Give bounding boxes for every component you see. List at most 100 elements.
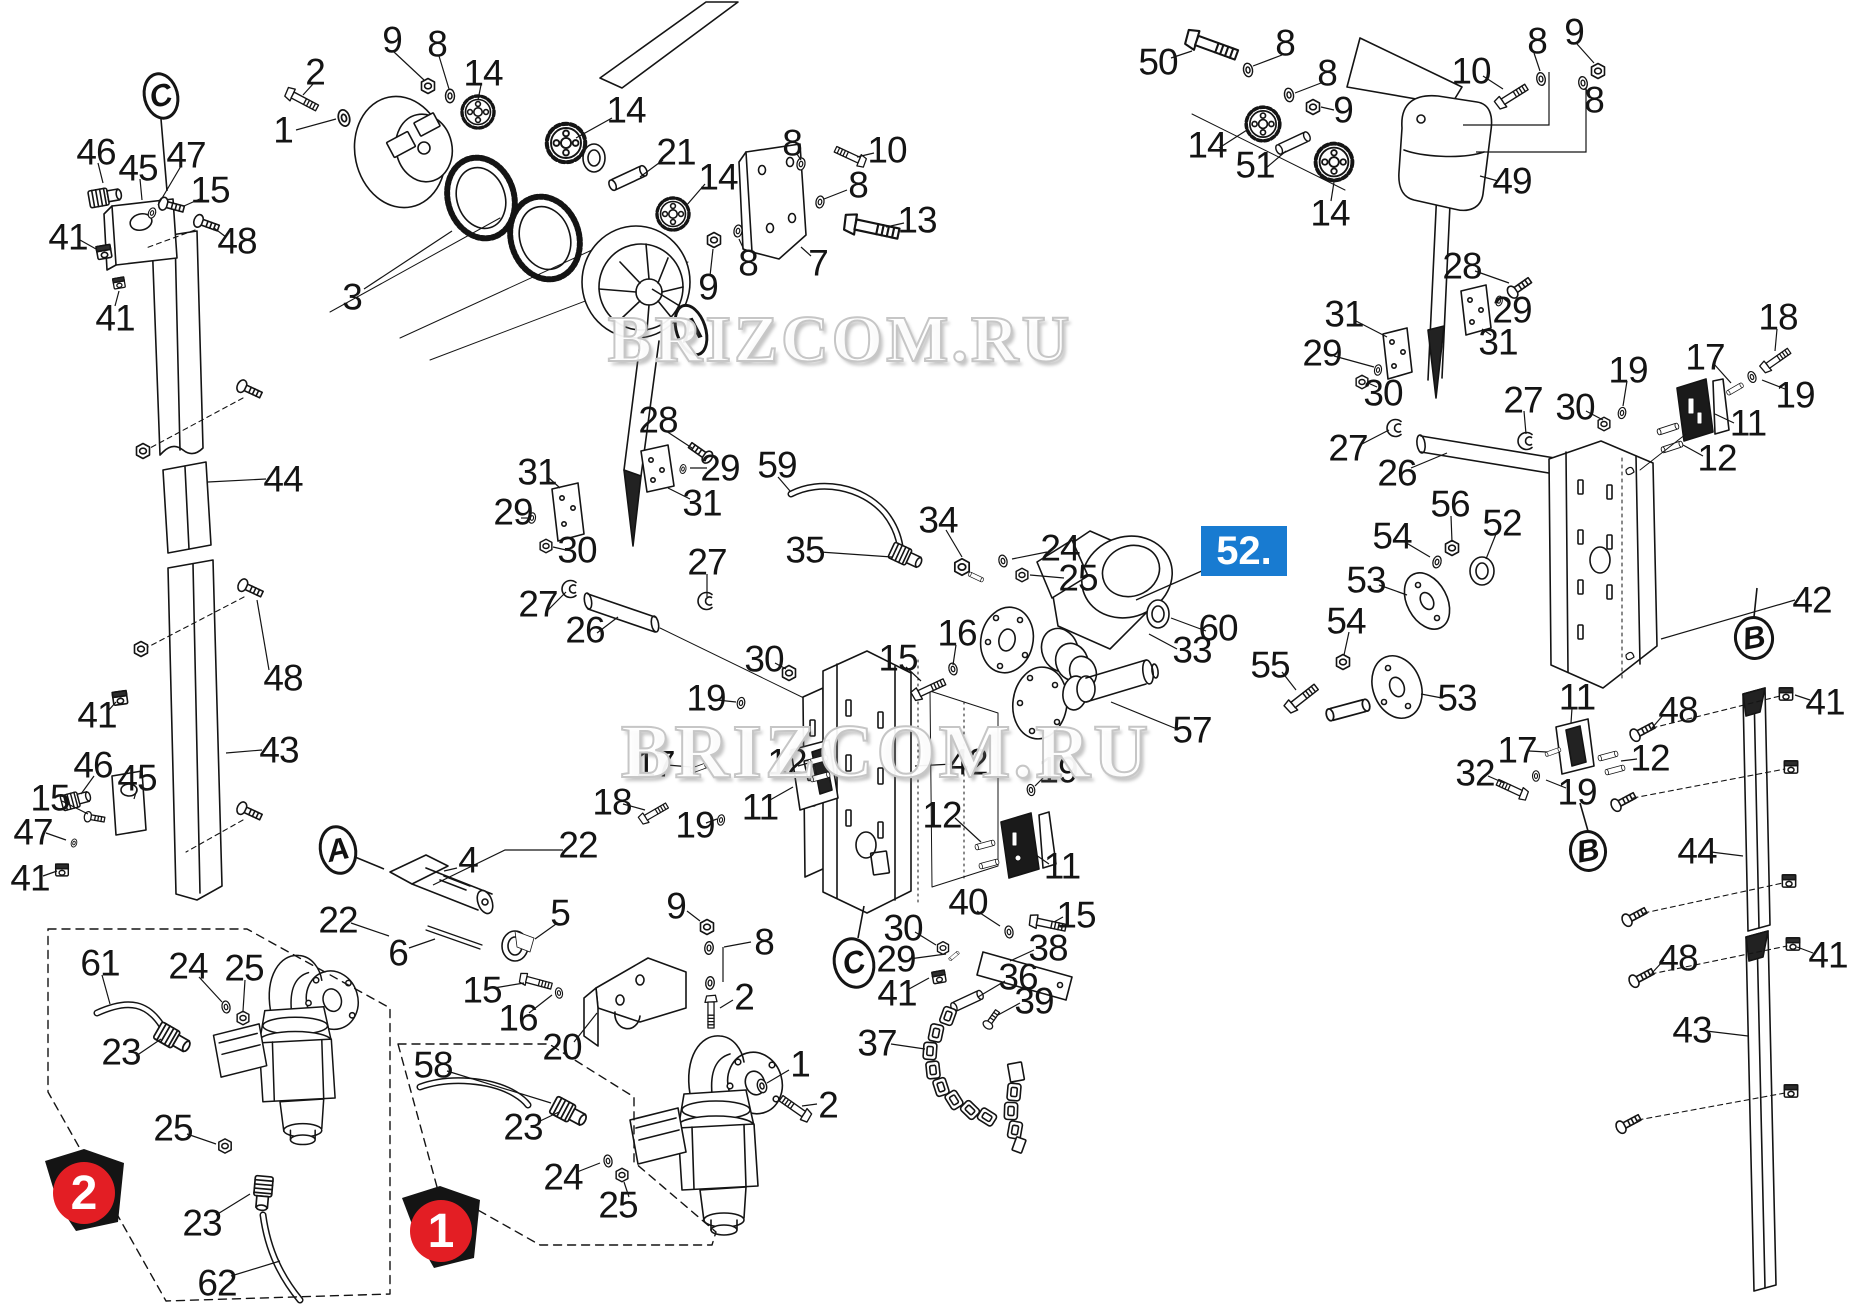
callout-label: 9 — [1564, 11, 1585, 53]
callout-label: 58 — [413, 1044, 453, 1086]
part-nut — [1444, 539, 1460, 557]
art-shape — [1676, 378, 1714, 442]
callout-label: 8 — [738, 242, 759, 284]
part-pin — [974, 839, 996, 851]
callout-label: 9 — [1333, 89, 1354, 131]
callout-label: 11 — [1729, 402, 1767, 444]
art-shape — [1006, 1082, 1022, 1102]
art-shape — [129, 212, 153, 232]
callout-label: 52 — [1482, 502, 1522, 544]
part-screw — [235, 576, 266, 601]
art-shape — [1696, 411, 1703, 425]
part-clipnut — [1778, 687, 1794, 701]
callout-label: 43 — [1672, 1009, 1712, 1051]
art-shape — [619, 261, 641, 284]
art-shape — [976, 1107, 998, 1127]
art-shape — [944, 1089, 964, 1111]
art-shape — [623, 469, 642, 547]
art-shape — [1076, 675, 1096, 703]
callout-label: 36 — [998, 956, 1038, 998]
art-shape — [514, 930, 535, 953]
part-bolt — [636, 800, 671, 827]
art-shape — [1398, 94, 1493, 212]
callout-label: 17 — [635, 743, 675, 785]
part-washer — [996, 553, 1010, 569]
part-washer — [1282, 86, 1296, 104]
art-shape — [413, 112, 441, 137]
callout-label: 47 — [13, 811, 53, 853]
art-shape — [640, 444, 675, 493]
callout-label: 24 — [168, 945, 208, 987]
art-shape — [984, 638, 992, 646]
part-clipnut — [1781, 874, 1797, 888]
art-shape — [738, 151, 753, 253]
art-shape — [1712, 378, 1730, 435]
art-shape — [1478, 306, 1485, 313]
art-shape — [1637, 1092, 1786, 1121]
art-shape — [518, 205, 572, 271]
part-bolt — [517, 971, 554, 993]
part-washer — [220, 999, 232, 1015]
part-nut — [1305, 98, 1321, 116]
callout-label: 42 — [948, 741, 988, 783]
callout-label: 41 — [877, 972, 917, 1014]
art-shape — [1643, 882, 1784, 914]
art-shape — [411, 883, 479, 911]
callout-label: 15 — [1056, 894, 1096, 936]
art-shape — [427, 925, 483, 946]
callout-label: 12 — [1630, 737, 1670, 779]
part-pin — [606, 163, 650, 193]
callout-label: 27 — [687, 541, 727, 583]
art-shape — [855, 831, 877, 859]
callout-label: 2 — [305, 51, 326, 93]
part-nut — [936, 940, 950, 956]
callout-label: 19 — [1038, 749, 1078, 791]
callout-label: 30 — [744, 638, 784, 680]
art-shape — [1146, 599, 1170, 629]
art-shape — [1011, 1136, 1027, 1154]
part-bolt — [1181, 26, 1241, 66]
art-shape — [932, 1076, 950, 1098]
art-shape — [418, 1078, 530, 1107]
callout-label: 47 — [166, 134, 206, 176]
callout-label: 8 — [1527, 20, 1548, 62]
art-shape — [507, 193, 583, 283]
art-shape — [1085, 683, 1147, 703]
art-shape — [1080, 535, 1174, 619]
callout-label: 44 — [1677, 830, 1717, 872]
art-shape — [1016, 699, 1024, 707]
callout-label: 12 — [767, 741, 807, 783]
callout-label: 41 — [48, 216, 88, 258]
art-shape — [661, 286, 684, 293]
part-nut — [135, 442, 151, 460]
art-shape — [583, 987, 599, 1047]
art-shape — [645, 243, 650, 280]
callout-label: 29 — [493, 491, 533, 533]
part-bolt — [909, 675, 948, 704]
art-shape — [615, 994, 625, 1006]
part-screw — [1626, 964, 1657, 990]
art-shape — [583, 592, 593, 610]
part-washer — [735, 696, 747, 710]
art-shape — [1416, 114, 1426, 124]
part-ribconn — [152, 1020, 195, 1057]
callout-label: 26 — [1377, 452, 1417, 494]
part-eclip — [1517, 431, 1533, 451]
part-pin — [1604, 764, 1626, 776]
callout-label: 15 — [30, 777, 70, 819]
callout-label: 17 — [1685, 336, 1725, 378]
callout-label: 59 — [757, 444, 797, 486]
part-eclip — [1386, 418, 1402, 438]
art-shape — [192, 563, 201, 894]
callout-label: 16 — [498, 997, 538, 1039]
callout-label: 22 — [558, 824, 598, 866]
callout-label: 14 — [606, 89, 646, 131]
part-pin — [1273, 130, 1313, 156]
art-shape — [149, 397, 244, 449]
part-nut — [615, 1167, 629, 1183]
part-ribconn — [251, 1174, 275, 1212]
art-shape — [996, 662, 1004, 670]
part-washer — [1430, 554, 1444, 570]
callout-label: 37 — [857, 1022, 897, 1064]
art-shape — [1014, 854, 1022, 862]
